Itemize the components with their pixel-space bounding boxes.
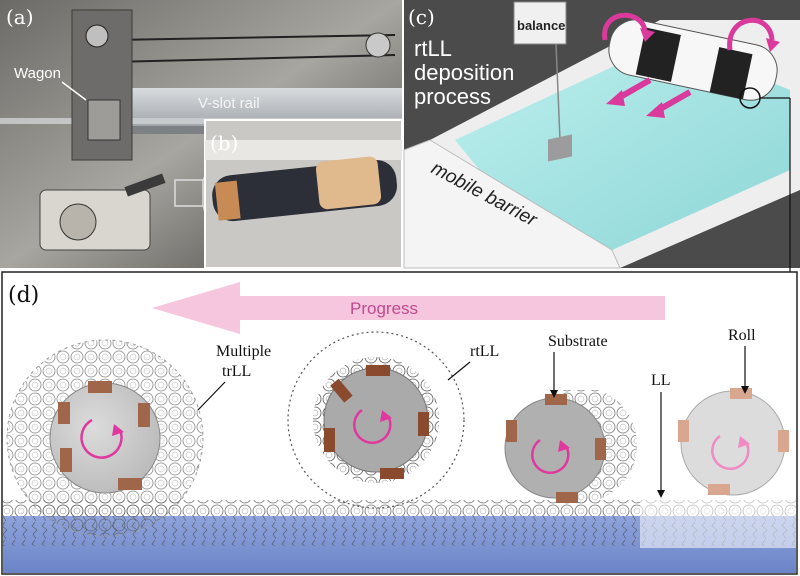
rotation-arrow-right-icon: [727, 17, 775, 51]
rail-lower: [0, 118, 402, 124]
title-line-3: process: [414, 84, 491, 109]
panel-b: (b): [204, 119, 403, 269]
title-line-2: deposition: [414, 60, 514, 85]
multiple-label-1: Multiple: [216, 343, 271, 360]
rotation-icon: [353, 408, 392, 445]
panel-d-label: (d): [8, 283, 39, 308]
substrate-piece: [778, 430, 789, 452]
panel-a-label: (a): [6, 5, 34, 29]
flow-arrowhead-1-icon: [606, 90, 625, 106]
roll-core: [49, 382, 161, 494]
substrate-piece: [556, 492, 578, 503]
substrate-piece: [366, 365, 390, 376]
progress-arrow-icon: [152, 282, 665, 334]
progress-label: Progress: [350, 299, 418, 318]
rtll-pointer: [447, 361, 471, 381]
rotation-icon: [531, 438, 570, 475]
zoom-box: [174, 179, 204, 207]
wagon-label: Wagon: [14, 65, 61, 82]
small-roll: [124, 173, 166, 197]
flow-arrowhead-2-icon: [646, 102, 665, 118]
trough-water: [455, 40, 790, 250]
wilhelmy-plate: [548, 134, 572, 162]
rotation-arrow-left-icon: [602, 12, 648, 41]
rotation-icon: [80, 418, 123, 459]
multiple-label-2: trLL: [222, 363, 251, 380]
multiple-pointer: [197, 381, 226, 411]
substrate-piece: [60, 448, 72, 472]
rotation-arrowhead-right-icon: [766, 38, 780, 52]
substrate-arrowhead-icon: [550, 390, 558, 398]
substrate-piece: [545, 394, 567, 405]
rotation-arrowhead-icon: [380, 410, 392, 422]
substrate-piece: [730, 388, 752, 399]
mobile-barrier-block: [403, 139, 621, 269]
substrate-piece: [380, 468, 404, 479]
panel-b-surface: [205, 140, 402, 160]
ll-fade: [640, 498, 796, 548]
substrate-piece: [708, 484, 730, 495]
roll-rtll: [287, 331, 465, 509]
rail-label: V-slot rail: [198, 95, 260, 112]
substrate-piece: [88, 381, 112, 393]
panel-b-label: (b): [210, 131, 238, 155]
substrate-piece: [595, 438, 606, 460]
roll-core: [504, 397, 606, 499]
balance-label: balance: [517, 18, 565, 33]
belt-line-top: [109, 34, 396, 41]
rotation-icon: [711, 434, 750, 471]
substrate-piece: [58, 402, 70, 424]
substrate-piece: [678, 420, 689, 442]
substrate-label: Substrate: [548, 333, 608, 350]
roll-core: [680, 390, 786, 496]
wagon-pointer: [61, 81, 87, 101]
panel-b-tape-left: [214, 180, 241, 221]
wagon-wheel-icon: [85, 24, 109, 48]
multilayer-tails: [6, 339, 204, 537]
motor-coupler-icon: [59, 203, 97, 241]
rotation-arrowhead-icon: [112, 424, 124, 436]
roll-multiple-trll: [6, 339, 204, 537]
roll-stripe-1: [635, 27, 681, 82]
substrate-piece: [118, 478, 142, 490]
rotation-arrowhead-left-icon: [640, 28, 655, 42]
ll-monolayer: [3, 500, 796, 516]
substrate-piece: [330, 378, 353, 403]
panel-d: (d) Progress: [1, 271, 798, 575]
roll-label: Roll: [728, 327, 756, 344]
roll-bare: [678, 388, 789, 496]
balance-box: [513, 1, 567, 45]
substrate-piece: [324, 428, 335, 452]
pulley-icon: [365, 32, 391, 58]
rtll-label: rtLL: [470, 343, 499, 360]
substrate-piece: [418, 412, 429, 436]
roll-arrowhead-icon: [741, 386, 749, 394]
substrate-piece: [506, 420, 517, 442]
balance-wire: [555, 43, 561, 141]
panel-c-label: (c): [408, 5, 435, 29]
roll-stripe-2: [709, 47, 753, 100]
belt-line-bottom: [109, 54, 396, 63]
rotation-arrowhead-icon: [558, 440, 570, 452]
title-line-1: rtLL: [414, 36, 452, 61]
wagon-holes: [87, 99, 121, 141]
panel-b-tape: [315, 156, 382, 210]
ll-label: LL: [651, 372, 671, 389]
panel-c: balance (c) rtLL deposition process mobi…: [403, 0, 800, 272]
roll-substrate: [504, 390, 637, 503]
rotation-arrowhead-icon: [738, 436, 750, 448]
rtll-tails: [287, 331, 465, 509]
substrate-piece: [138, 403, 150, 427]
ll-arrowhead-icon: [657, 490, 665, 498]
